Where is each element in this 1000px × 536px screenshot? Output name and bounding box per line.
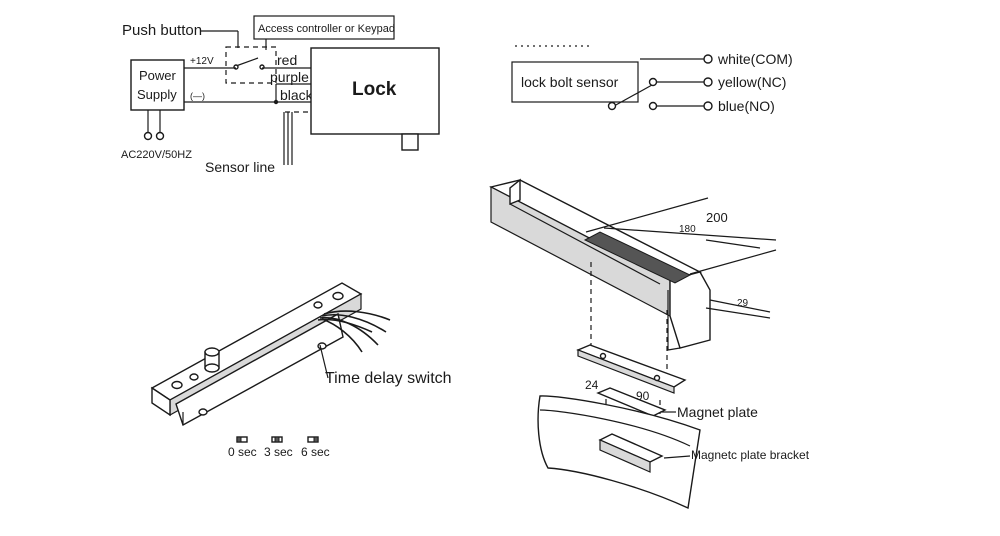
bolt-lock-drawing: Time delay switch 0 sec 3 sec 6 sec [150, 282, 452, 459]
dim-arrow-180 [705, 239, 761, 249]
mounting-plate-edge [577, 349, 675, 394]
mounted-lock [583, 231, 692, 284]
body-hole-1 [198, 408, 208, 416]
door-top-edge [539, 409, 691, 447]
sensor-switch-arm [613, 84, 653, 107]
power-supply-box [130, 59, 185, 111]
frame-post-edge [667, 290, 681, 351]
terminal-no [703, 101, 713, 111]
plus-12v-label: +12V [190, 56, 214, 67]
time-delay-switch-label: Time delay switch [325, 370, 452, 387]
dim-line-top-2 [603, 227, 777, 241]
power-supply-label-line1: Power [139, 68, 177, 83]
dip-switch-6-knob [313, 436, 319, 443]
wiring-diagram: Push button Access controller or Keypad … [121, 15, 440, 175]
sensor-no-label: blue(NO) [718, 98, 775, 114]
dim-line-29-b [705, 307, 771, 319]
screw-hole-1 [171, 380, 183, 390]
dim-line-top-1 [585, 197, 709, 233]
bolt-plunger-base [204, 363, 220, 373]
sensor-box [511, 61, 639, 103]
power-supply-label-line2: Supply [137, 87, 177, 102]
terminal-nc [703, 77, 713, 87]
ac-label: AC220V/50HZ [121, 149, 192, 161]
terminal-com [703, 54, 713, 64]
wire-bundle-2 [319, 316, 379, 346]
access-controller-label: Access controller or Keypad [258, 23, 395, 35]
screw-hole-3 [313, 301, 323, 309]
frame-inner-line [509, 203, 661, 285]
bracket-front [599, 439, 651, 473]
push-button-label: Push button [122, 22, 202, 39]
lock-box [310, 47, 440, 135]
dim-200: 200 [706, 210, 728, 225]
dip-switch-0-knob [236, 436, 242, 443]
magnet-plate [596, 387, 667, 417]
mounting-drawing: 180 200 29 24 90 Magnet plate Magnetc pl… [489, 178, 810, 510]
wire-bundle-5 [321, 318, 363, 353]
screw-hole-4 [332, 291, 344, 301]
plate-hole-1 [599, 352, 607, 360]
bolt-plunger-top [204, 347, 220, 357]
bolt-lock-end-face [151, 386, 171, 417]
push-button-box [225, 46, 277, 84]
sensor-line-label: Sensor line [205, 159, 275, 175]
ac-terminal-1 [143, 131, 153, 141]
black-wire-label: black [280, 87, 314, 103]
dim-24: 24 [585, 378, 599, 392]
frame-post [669, 271, 711, 349]
purple-wire-label: purple [270, 69, 309, 85]
dim-29: 29 [737, 298, 749, 309]
delay-setting-6: 6 sec [301, 445, 330, 459]
dip-switch-3-knob [274, 436, 280, 443]
bolt-lock-body [175, 312, 344, 427]
switch-contact [235, 57, 259, 67]
dim-180: 180 [679, 224, 696, 235]
dim-line-29-a [709, 299, 771, 313]
sensor-label: lock bolt sensor [521, 74, 619, 90]
dim-90: 90 [636, 389, 650, 403]
plate-hole-2 [653, 374, 661, 382]
wire-bundle-3 [321, 313, 387, 333]
delay-setting-0: 0 sec [228, 445, 257, 459]
sensor-contact-nc [648, 77, 658, 87]
sensor-contact-no [648, 101, 658, 111]
sensor-line-cable [283, 112, 293, 165]
lock-bolt-stub [401, 133, 419, 151]
dim-line-top-3 [689, 249, 777, 275]
sensor-com-label: white(COM) [717, 51, 793, 67]
ac-terminal-2 [155, 131, 165, 141]
sensor-diagram: lock bolt sensor white(COM) yellow(NC) b… [511, 45, 793, 114]
magnet-plate-label: Magnet plate [677, 404, 758, 420]
magnet-bracket-label: Magnetc plate bracket [691, 448, 810, 462]
lock-label: Lock [352, 79, 397, 100]
wire-bundle-4 [323, 310, 391, 321]
bracket-leader [663, 455, 691, 459]
access-controller-box [253, 15, 395, 40]
delay-setting-3: 3 sec [264, 445, 293, 459]
time-delay-leader [319, 344, 329, 379]
sensor-nc-label: yellow(NC) [718, 74, 786, 90]
screw-hole-2 [189, 373, 199, 381]
red-wire-label: red [277, 52, 297, 68]
body-hole-2 [317, 342, 327, 350]
minus-label: (—) [190, 91, 205, 101]
sensor-switch-pivot [607, 101, 617, 111]
